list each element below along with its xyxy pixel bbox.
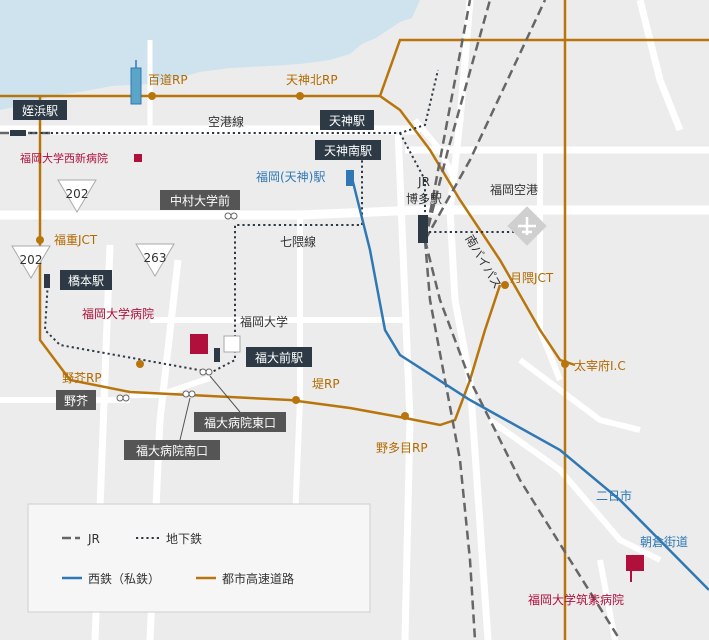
station-marker-hashimoto bbox=[44, 274, 50, 288]
station-name: 天神駅 bbox=[329, 114, 365, 128]
route-sign-202a: 202 bbox=[57, 179, 97, 213]
station-label-tenjin: 天神駅 bbox=[320, 110, 374, 130]
leader-line bbox=[209, 375, 241, 413]
route-sign-202a-label: 202 bbox=[66, 187, 89, 201]
label-notame-rp: 野多目RP bbox=[376, 441, 428, 455]
label-hospital-nishijin: 福岡大学西新病院 bbox=[20, 151, 108, 165]
label-noke-rp: 野芥RP bbox=[62, 371, 102, 385]
tower-icon bbox=[130, 60, 142, 105]
label-dazaifu-ic: 太宰府I.C bbox=[574, 358, 626, 373]
sea-area bbox=[0, 0, 420, 110]
station-label-hakata: 博多駅 bbox=[406, 191, 442, 206]
label-nanakuma-line: 七隈線 bbox=[280, 234, 316, 249]
label-fukuoka-univ: 福岡大学 bbox=[240, 314, 288, 329]
station-name: 姪浜駅 bbox=[22, 104, 58, 118]
busstop-label-noke: 野芥 bbox=[56, 390, 96, 410]
station-label-hakata-jr: JR bbox=[417, 175, 430, 189]
hospital-marker-icon bbox=[626, 555, 644, 582]
station-label-meinohama: 姪浜駅 bbox=[13, 100, 67, 120]
route-sign-202b-label: 202 bbox=[20, 253, 43, 267]
label-hospital-main: 福岡大学病院 bbox=[82, 306, 154, 321]
label-minami-bypass: 南バイパス bbox=[462, 232, 505, 291]
nishitetsu-line bbox=[348, 169, 709, 591]
label-tenjin-kita-rp: 天神北RP bbox=[286, 73, 338, 87]
legend-jr-label: JR bbox=[87, 532, 100, 546]
label-momochi-rp: 百道RP bbox=[148, 73, 188, 87]
expressway-dots bbox=[36, 92, 569, 420]
busstop-label-fukudai-south: 福大病院南口 bbox=[124, 440, 220, 460]
legend-subway-label: 地下鉄 bbox=[166, 531, 202, 546]
busstop-name: 福大病院東口 bbox=[204, 415, 276, 430]
station-marker-fukuoka-tenjin bbox=[346, 170, 354, 186]
station-name: 天神南駅 bbox=[324, 143, 372, 158]
busstop-name: 野芥 bbox=[64, 394, 88, 408]
legend-expressway-label: 都市高速道路 bbox=[222, 571, 294, 586]
busstop-name: 中村大学前 bbox=[170, 193, 230, 208]
station-name: 福大前駅 bbox=[255, 350, 303, 365]
bus-stop-icon bbox=[116, 212, 238, 402]
hospital-marker-icon bbox=[190, 334, 208, 354]
hospital-marker-icon bbox=[134, 154, 142, 162]
label-asakura-kaido: 朝倉街道 bbox=[640, 534, 688, 549]
label-tsutsumi-rp: 堤RP bbox=[312, 377, 340, 391]
jr-lines bbox=[0, 0, 622, 640]
legend-nishitetsu-label: 西鉄（私鉄） bbox=[88, 571, 160, 586]
label-fukushige-jct: 福重JCT bbox=[54, 232, 98, 247]
station-marker-hakata bbox=[418, 215, 428, 243]
busstop-label-nakamura: 中村大学前 bbox=[160, 190, 240, 210]
station-marker-fukudaimae bbox=[214, 348, 220, 362]
route-sign-202b: 202 bbox=[11, 245, 51, 279]
station-name: 橋本駅 bbox=[68, 274, 104, 288]
label-tsukigikuma-jct: 月隈JCT bbox=[510, 271, 554, 285]
station-marker-meinohama bbox=[10, 130, 26, 136]
label-airport-line: 空港線 bbox=[208, 114, 244, 129]
route-sign-263-label: 263 bbox=[144, 251, 167, 265]
station-label-tenjin-minami: 天神南駅 bbox=[315, 140, 381, 160]
busstop-name: 福大病院南口 bbox=[136, 443, 208, 458]
subway-lines bbox=[30, 69, 520, 373]
map-legend: JR 地下鉄 西鉄（私鉄） 都市高速道路 bbox=[27, 503, 371, 613]
route-sign-263: 263 bbox=[135, 243, 175, 277]
label-hospital-chikushi: 福岡大学筑紫病院 bbox=[528, 592, 624, 607]
university-building-icon bbox=[223, 335, 241, 353]
station-label-fukudaimae: 福大前駅 bbox=[246, 347, 312, 367]
label-fukuoka-airport: 福岡空港 bbox=[490, 182, 538, 197]
station-label-hashimoto: 橋本駅 bbox=[60, 270, 112, 290]
busstop-label-fukudai-east: 福大病院東口 bbox=[194, 412, 286, 432]
airport-icon bbox=[507, 206, 547, 246]
leader-line bbox=[179, 397, 191, 441]
label-fukuoka-tenjin: 福岡(天神)駅 bbox=[256, 169, 325, 184]
label-futsukaichi: 二日市 bbox=[596, 488, 632, 503]
